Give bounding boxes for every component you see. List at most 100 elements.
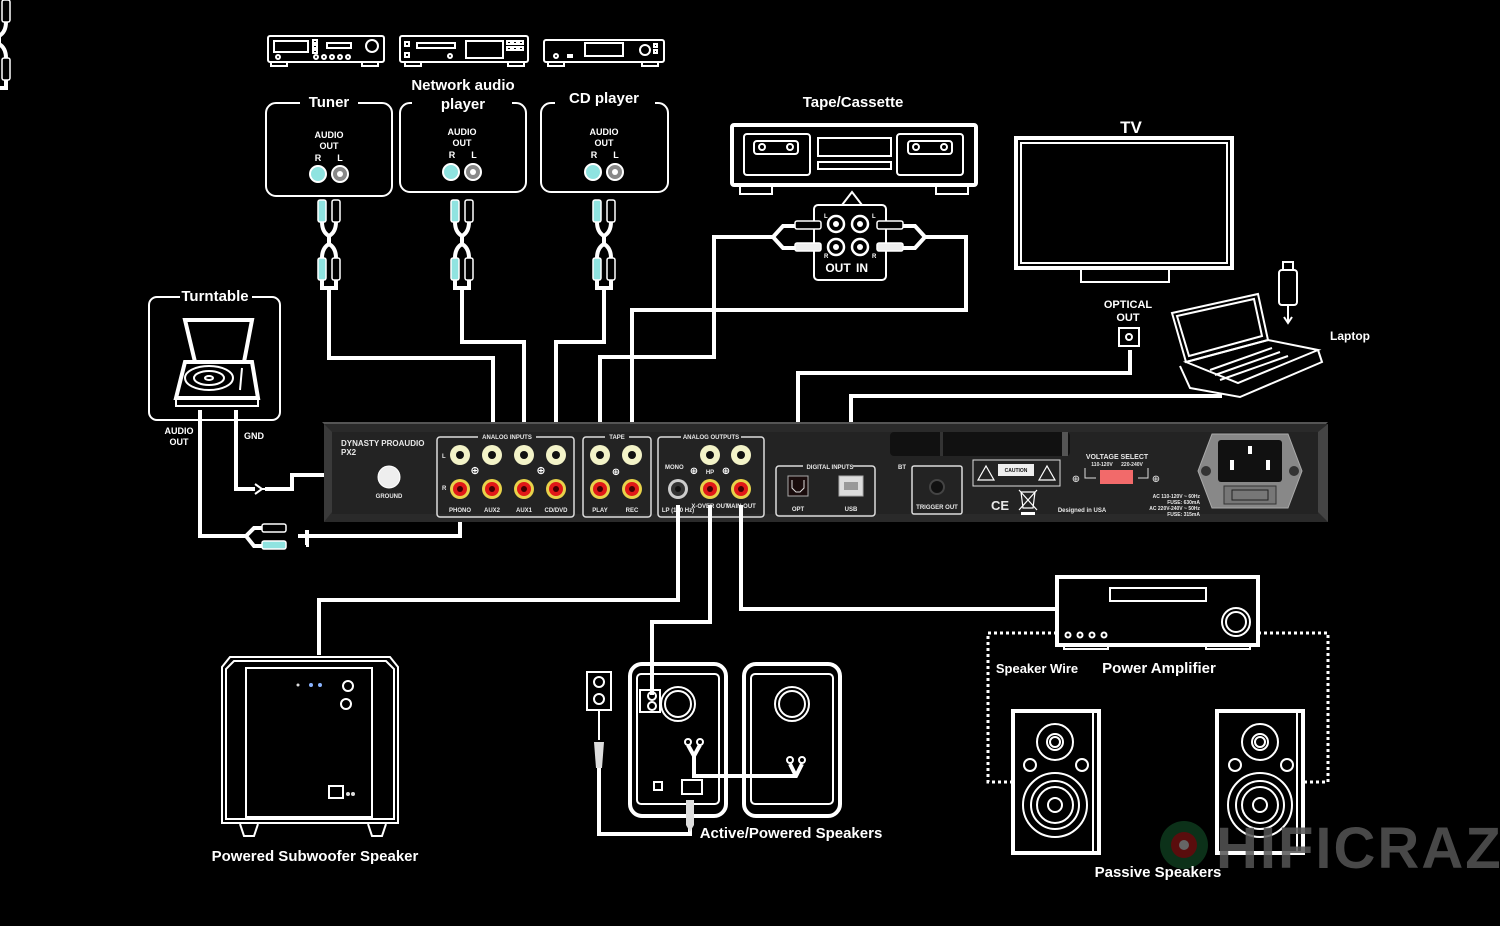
laptop-device: Laptop [1170, 261, 1370, 399]
rca-cable-icon [0, 0, 11, 90]
rca-jack-icon [442, 163, 460, 181]
cd-player-device-icon [543, 39, 665, 67]
rca-r-phono[interactable] [450, 479, 470, 499]
bt-label: BT [898, 465, 906, 471]
trigger-out-label: TRIGGER OUT [916, 505, 958, 511]
rca-r-cddvd[interactable] [546, 479, 566, 499]
speaker-wire-label: Speaker Wire [996, 661, 1078, 676]
tape-play-label: PLAY [592, 508, 607, 514]
tuner-audio-label: AUDIO [315, 130, 344, 140]
active-speaker-cable [650, 505, 712, 695]
rca-xover-r[interactable] [700, 479, 720, 499]
trigger-out-jack[interactable] [929, 479, 945, 495]
trigger-out-group [911, 465, 963, 515]
hificraze-watermark: HIFICRAZE [1160, 816, 1500, 881]
rca-tape-play-r[interactable] [590, 479, 610, 499]
svg-text:⊕: ⊕ [1072, 474, 1080, 485]
cd-cable [554, 288, 606, 450]
digital-inputs-title: DIGITAL INPUTS [806, 465, 853, 471]
svg-text:⊕: ⊕ [536, 465, 545, 477]
rca-lp-mono[interactable] [668, 479, 688, 499]
speaker-wire-left [986, 631, 1057, 784]
watermark-text: HIFICRAZE [1216, 816, 1500, 881]
power-spec-4: FUSE: 315mA [1167, 512, 1200, 518]
network-out-label: OUT [453, 138, 473, 148]
rca-l-aux2[interactable] [482, 445, 502, 465]
tuner-out-label: OUT [320, 141, 340, 151]
tape-l-right: L [872, 214, 876, 220]
turntable-device: Turntable AUDIO OUT GND [148, 288, 281, 447]
optical-input-port[interactable] [787, 475, 809, 497]
rca-main-l[interactable] [731, 445, 751, 465]
rca-l-phono[interactable] [450, 445, 470, 465]
tv-optical-cable [796, 350, 1132, 470]
tape-rec-label: REC [626, 508, 639, 514]
rca-r-aux1[interactable] [514, 479, 534, 499]
svg-text:⊕: ⊕ [612, 467, 620, 478]
cd-player-label: CD player [569, 90, 639, 107]
rca-tape-rec-l[interactable] [622, 445, 642, 465]
laptop-label: Laptop [1330, 329, 1370, 343]
subwoofer-label: Powered Subwoofer Speaker [212, 848, 419, 865]
cd-rca-cable-icon [591, 198, 617, 290]
usb-input-port[interactable] [838, 475, 864, 497]
tape-in-cable [630, 235, 968, 450]
cd-audio-label: AUDIO [590, 127, 619, 137]
network-player-label-2: player [441, 96, 485, 113]
power-plug-icon [594, 742, 604, 768]
svg-text:⊕: ⊕ [470, 465, 479, 477]
network-l-label: L [471, 150, 477, 160]
analog-outputs-title: ANALOG OUTPUTS [683, 435, 739, 441]
bt-antenna-icon[interactable] [890, 432, 1070, 456]
ce-mark: CE [991, 498, 1009, 513]
network-r-label: R [449, 150, 456, 160]
tape-r-left: R [824, 254, 829, 260]
opt-label: OPT [792, 507, 805, 513]
ground-terminal[interactable] [377, 465, 401, 489]
tv-label: TV [1120, 118, 1142, 137]
speaker-wire-right [1258, 631, 1330, 784]
usb-plug-icon [1278, 269, 1298, 306]
channel-r-label: R [442, 486, 447, 492]
rca-r-aux2[interactable] [482, 479, 502, 499]
rca-main-r[interactable] [731, 479, 751, 499]
mono-label: MONO [665, 465, 684, 471]
rca-l-aux1[interactable] [514, 445, 534, 465]
power-inlet-icon[interactable] [1197, 433, 1303, 509]
tuner-r-label: R [315, 153, 322, 163]
voltage-select-switch[interactable] [1100, 470, 1133, 484]
active-speakers-device: Active/Powered Speakers [586, 662, 882, 842]
power-spec-1: AC 110-120V ~ 60Hz [1153, 494, 1201, 500]
network-rca-cable-icon [449, 198, 475, 290]
tv-device: TV OPTICAL OUT [1014, 118, 1234, 347]
voltage-select-title: VOLTAGE SELECT [1086, 454, 1149, 461]
warning-icon [976, 464, 996, 481]
network-player-label-1: Network audio [411, 77, 514, 94]
tape-l-left: L [824, 214, 828, 220]
preamp-rear-panel: DYNASTY PROAUDIO PX2 GROUND ANALOG INPUT… [322, 422, 1328, 522]
network-cable [460, 288, 526, 450]
svg-text:⊕: ⊕ [722, 466, 730, 477]
passive-speaker-right [1215, 709, 1305, 855]
cd-player-box: CD player AUDIO OUT R L [540, 90, 669, 193]
weee-bin-icon [1018, 489, 1038, 515]
optical-port-icon [1118, 327, 1140, 347]
passive-speakers-label: Passive Speakers [1095, 864, 1222, 881]
rca-tape-play-l[interactable] [590, 445, 610, 465]
voltage-opt-1: 110-120V [1091, 462, 1113, 468]
brand-label: DYNASTY PROAUDIO [341, 439, 424, 448]
sub-cable [317, 505, 680, 655]
turntable-label: Turntable [181, 288, 248, 305]
passive-speaker-left [1011, 709, 1101, 855]
input-label-aux1: AUX1 [516, 508, 533, 514]
rca-tape-rec-r[interactable] [622, 479, 642, 499]
rca-xover-l[interactable] [700, 445, 720, 465]
analog-inputs-title: ANALOG INPUTS [482, 435, 532, 441]
cd-r-label: R [591, 150, 598, 160]
tape-group-title: TAPE [609, 435, 625, 441]
input-label-phono: PHONO [449, 508, 471, 514]
hp-label: HP [706, 470, 714, 476]
caution-text: CAUTION [1005, 468, 1028, 474]
rca-l-cddvd[interactable] [546, 445, 566, 465]
